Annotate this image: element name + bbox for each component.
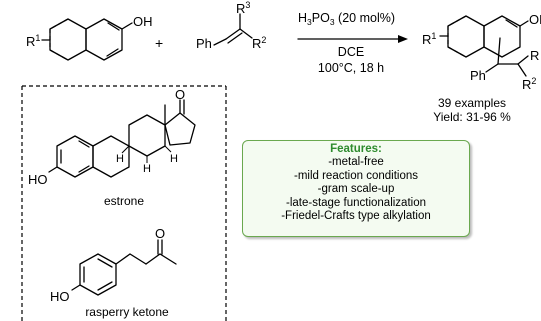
- feature-item: -mild reaction conditions: [293, 169, 418, 182]
- product-structure: [439, 15, 529, 77]
- feature-item: -late-stage functionalization: [286, 196, 426, 209]
- product-oh: OH: [529, 12, 541, 27]
- estrone-ho: HO: [28, 172, 48, 187]
- alkene-r3: R3: [236, 0, 250, 16]
- estrone-label: estrone: [104, 194, 144, 208]
- substrate-panel: [21, 85, 227, 321]
- examples-count: 39 examples: [438, 96, 506, 110]
- features-title: Features:: [330, 143, 382, 155]
- estrone-h3: H: [170, 153, 178, 165]
- alkene-structure: [213, 13, 253, 46]
- temp-time-label: 100°C, 18 h: [318, 61, 384, 75]
- feature-item: -Friedel-Crafts type alkylation: [281, 210, 431, 223]
- catalyst-label: H3PO3 (20 mol%): [298, 11, 395, 27]
- estrone-ketone-o: O: [175, 87, 185, 102]
- alkene-ph: Ph: [196, 36, 212, 51]
- estrone-h2: H: [143, 163, 151, 175]
- solvent-label: DCE: [338, 45, 364, 59]
- feature-item: -gram scale-up: [317, 183, 395, 196]
- raspberry-ho: HO: [50, 289, 70, 304]
- estrone-structure: [48, 99, 196, 178]
- feature-item: -metal-free: [328, 156, 384, 169]
- naphthol-r1: R1: [26, 33, 40, 49]
- raspberry-label: rasperry ketone: [85, 305, 169, 319]
- raspberry-ketone-structure: [71, 239, 177, 296]
- product-ph: Ph: [470, 68, 486, 83]
- naphthol-structure: [41, 18, 133, 61]
- yield-range: Yield: 31-96 %: [433, 110, 511, 124]
- product-r-top: R: [530, 48, 539, 63]
- features-box: Features: -metal-free -mild reaction con…: [242, 140, 470, 237]
- plus-sign: +: [155, 35, 163, 51]
- naphthol-oh: OH: [133, 14, 153, 29]
- alkene-r2: R2: [252, 35, 266, 51]
- reaction-arrow: [297, 35, 408, 43]
- product-r2: R2: [522, 76, 536, 92]
- product-r1: R1: [422, 31, 436, 47]
- estrone-h1: H: [116, 153, 124, 165]
- raspberry-ketone-o: O: [155, 226, 165, 241]
